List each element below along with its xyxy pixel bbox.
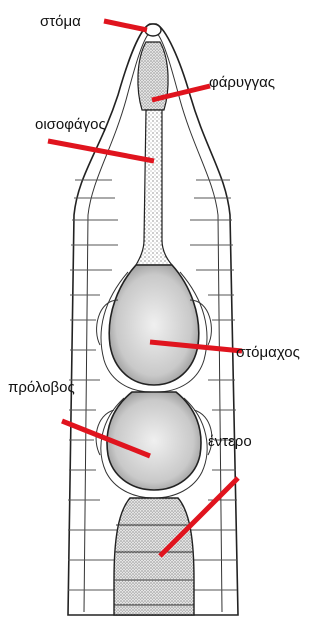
pointer-oisofagos — [48, 141, 154, 161]
pointer-stoma — [104, 21, 147, 30]
label-oisofagos: οισοφάγος — [35, 116, 106, 133]
label-stoma: στόμα — [40, 13, 81, 30]
label-prolovos: πρόλοβος — [8, 379, 75, 396]
label-farygas: φάρυγγας — [209, 74, 275, 91]
intestine-organ — [114, 498, 194, 615]
label-stomachos: στόμαχος — [236, 344, 300, 361]
esophagus — [136, 110, 172, 265]
mouth — [145, 24, 161, 36]
stomach-organ — [109, 265, 199, 385]
label-entero: έντερο — [208, 433, 252, 450]
gizzard-organ — [107, 392, 201, 490]
